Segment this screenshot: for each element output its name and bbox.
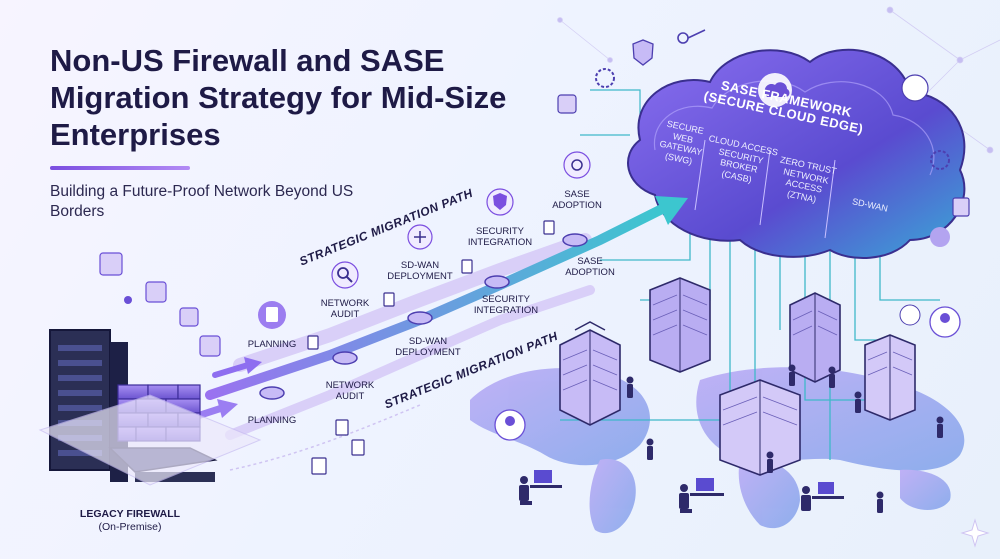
top-icons [494, 29, 970, 441]
legacy-firewall-title: LEGACY FIREWALL [79, 508, 181, 520]
page-title: Non-US Firewall and SASE Migration Strat… [50, 43, 507, 152]
network-sun-icon [563, 151, 591, 179]
upper-path [233, 233, 592, 372]
workstation-right [801, 482, 844, 511]
document-icons [307, 220, 555, 475]
upper-step-sdwan: SD-WAN DEPLOYMENT [387, 260, 453, 282]
node-planning [259, 386, 285, 400]
node-sase [562, 233, 588, 247]
cloud-upload-icon [899, 304, 921, 326]
page-subtitle: Building a Future-Proof Network Beyond U… [50, 183, 354, 220]
workstation-left [519, 470, 562, 505]
gear-app-icon [199, 335, 221, 357]
workstation-center [679, 478, 724, 513]
title-underline [50, 166, 190, 170]
gear-icon [595, 68, 615, 88]
node-security [484, 275, 510, 289]
cloud-app-icon [99, 252, 123, 276]
sparkle-icon [960, 518, 990, 548]
node-network-audit [332, 351, 358, 365]
shield-lock-icon [632, 39, 654, 66]
chart-app-icon [145, 281, 167, 303]
lower-step-network-audit: NETWORK AUDIT [325, 380, 375, 402]
step-nodes [259, 233, 588, 400]
legacy-firewall [38, 329, 262, 486]
upper-step-sase: SASE ADOPTION [552, 189, 602, 211]
window-app-icon [179, 307, 199, 327]
user-right-icon [930, 227, 950, 247]
node-sdwan [407, 311, 433, 325]
city-buildings [559, 277, 916, 476]
standing-people [626, 364, 944, 513]
sase-cloud [627, 48, 966, 259]
legacy-firewall-caption: LEGACY FIREWALL (On-Premise) [55, 508, 205, 534]
legacy-firewall-note: (On-Premise) [98, 521, 162, 533]
floating-app-icons [99, 252, 221, 357]
workstations [519, 364, 944, 513]
step-icons [258, 151, 591, 329]
magnifier-icon [331, 261, 359, 289]
lower-path [225, 285, 595, 471]
lower-step-planning: PLANNING [247, 415, 297, 426]
lower-step-security: SECURITY INTEGRATION [473, 294, 539, 316]
network-nodes-icon [901, 74, 929, 102]
monitor-icon [557, 94, 577, 114]
lower-step-sase: SASE ADOPTION [565, 256, 615, 278]
document-right-icon [952, 197, 970, 217]
gear-small-icon [930, 150, 950, 170]
lower-step-sdwan: SD-WAN DEPLOYMENT [395, 336, 461, 358]
upper-step-planning: PLANNING [247, 339, 297, 350]
key-icon [677, 32, 689, 44]
upper-step-network-audit: NETWORK AUDIT [320, 298, 370, 320]
upper-step-security: SECURITY INTEGRATION [467, 226, 533, 248]
main-migration-arrow [205, 196, 688, 400]
location-pin-icon [124, 296, 132, 304]
